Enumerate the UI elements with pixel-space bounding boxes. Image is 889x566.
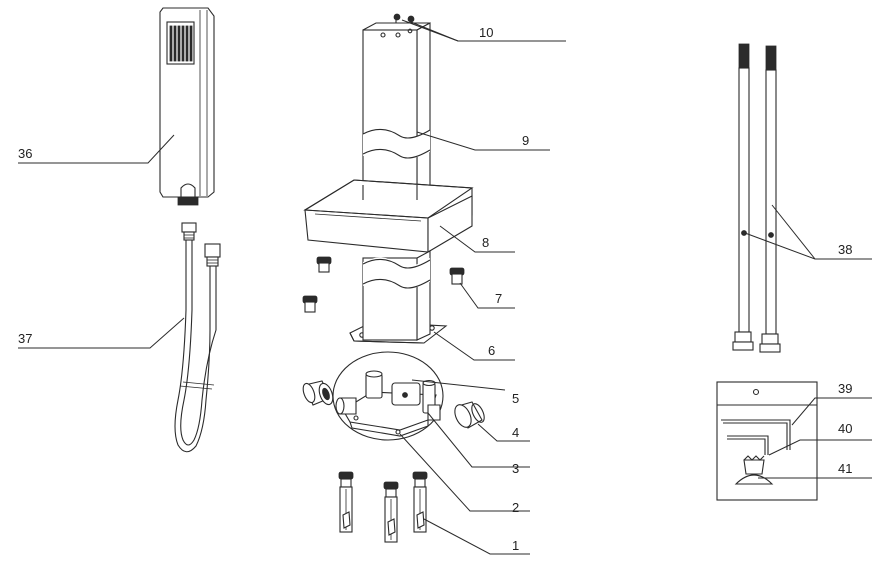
callout-3: 3 xyxy=(512,461,519,476)
callout-2: 2 xyxy=(512,500,519,515)
callout-7: 7 xyxy=(495,291,502,306)
callout-40: 40 xyxy=(838,421,852,436)
allen-key-part-40 xyxy=(727,435,769,455)
callout-4: 4 xyxy=(512,425,519,440)
valve-body-assembly xyxy=(332,351,444,441)
spray-nozzle-grid xyxy=(169,25,193,62)
lower-column xyxy=(362,250,431,341)
callout-5: 5 xyxy=(512,391,519,406)
shower-hose-part-37 xyxy=(174,222,221,453)
callout-36: 36 xyxy=(18,146,32,161)
callout-1: 1 xyxy=(512,538,519,553)
seat-part-41 xyxy=(734,455,774,485)
accessory-bag xyxy=(716,381,818,501)
anchor-bolt-middle xyxy=(383,481,399,543)
anchor-bolt-right xyxy=(412,471,428,533)
callout-39: 39 xyxy=(838,381,852,396)
callout-8: 8 xyxy=(482,235,489,250)
callout-10: 10 xyxy=(479,25,493,40)
anchor-bolts-part-1 xyxy=(338,471,428,543)
allen-key-part-39 xyxy=(721,419,791,450)
cover-plate-part-8 xyxy=(303,179,474,253)
callout-labels: 36 37 10 9 8 7 6 5 4 3 2 1 38 39 40 41 xyxy=(18,25,852,553)
caps-part-4 xyxy=(302,380,485,429)
callout-37: 37 xyxy=(18,331,32,346)
column-part-9 xyxy=(362,22,431,193)
fasteners-part-7 xyxy=(302,256,465,313)
leader-lines xyxy=(18,19,872,555)
hand-shower-part-36 xyxy=(159,7,215,206)
callout-6: 6 xyxy=(488,343,495,358)
callout-38: 38 xyxy=(838,242,852,257)
anchor-bolt-left xyxy=(338,471,354,533)
riser-rods-part-38 xyxy=(732,43,781,353)
callout-41: 41 xyxy=(838,461,852,476)
callout-9: 9 xyxy=(522,133,529,148)
